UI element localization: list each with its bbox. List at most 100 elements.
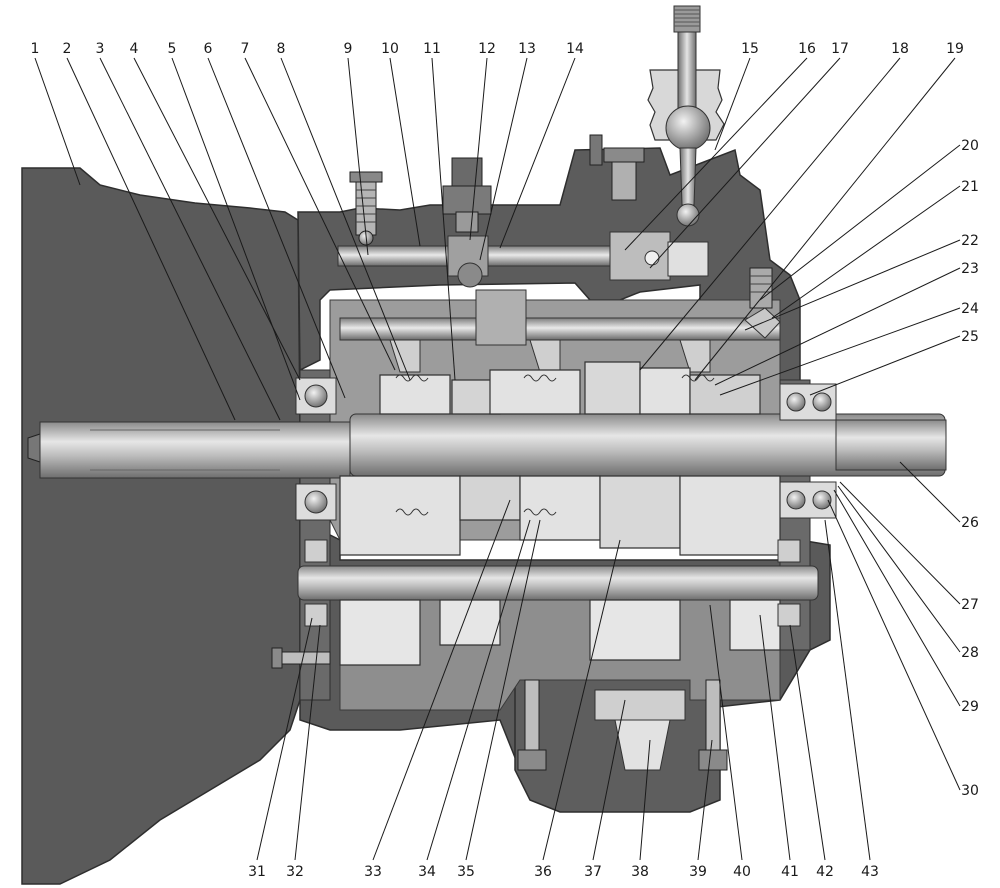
leader-26 <box>899 461 961 523</box>
lever-lower-arm <box>679 147 697 206</box>
callout-4: 4 <box>130 41 139 57</box>
callout-15: 15 <box>741 41 759 57</box>
callout-38: 38 <box>631 864 649 880</box>
leader-13 <box>479 57 528 261</box>
countershaft <box>297 565 819 601</box>
callout-13: 13 <box>518 41 536 57</box>
leader-3 <box>99 57 281 421</box>
callout-34: 34 <box>418 864 436 880</box>
leader-33 <box>372 499 511 861</box>
callout-2: 2 <box>63 41 72 57</box>
leader-37 <box>592 699 626 861</box>
countershaft-gears <box>339 599 781 666</box>
callout-6: 6 <box>204 41 213 57</box>
callout-43: 43 <box>861 864 879 880</box>
callout-7: 7 <box>241 41 250 57</box>
callout-19: 19 <box>946 41 964 57</box>
callout-18: 18 <box>891 41 909 57</box>
leader-36 <box>542 539 621 861</box>
callout-27: 27 <box>961 597 979 613</box>
callout-5: 5 <box>168 41 177 57</box>
callout-41: 41 <box>781 864 799 880</box>
callout-39: 39 <box>689 864 707 880</box>
selector-rod-upper <box>337 231 709 288</box>
leader-7 <box>244 57 396 371</box>
callout-30: 30 <box>961 783 979 799</box>
leader-15 <box>714 57 751 151</box>
callout-40: 40 <box>733 864 751 880</box>
leader-21 <box>771 185 961 319</box>
leader-41 <box>759 614 791 861</box>
leader-38 <box>639 739 651 861</box>
leader-24 <box>719 307 961 396</box>
leader-11 <box>431 57 456 381</box>
housing-bolts <box>271 647 728 771</box>
leader-16 <box>624 57 808 251</box>
leader-5 <box>171 57 301 401</box>
leader-35 <box>465 519 541 861</box>
callout-16: 16 <box>798 41 816 57</box>
leader-39 <box>697 739 713 861</box>
callout-24: 24 <box>961 301 979 317</box>
leader-22 <box>744 239 961 331</box>
leader-14 <box>499 57 576 249</box>
callout-22: 22 <box>961 233 979 249</box>
leader-10 <box>389 57 421 247</box>
callout-11: 11 <box>423 41 441 57</box>
leader-43 <box>824 519 871 861</box>
callout-32: 32 <box>286 864 304 880</box>
leader-28 <box>837 485 961 653</box>
leader-23 <box>714 267 961 386</box>
rear-main-shaft-bearing <box>779 383 837 519</box>
callout-35: 35 <box>457 864 475 880</box>
leader-34 <box>426 519 531 861</box>
callout-29: 29 <box>961 699 979 715</box>
callout-20: 20 <box>961 138 979 154</box>
leader-1 <box>34 57 81 186</box>
input-shaft-bearing <box>295 377 337 521</box>
callout-17: 17 <box>831 41 849 57</box>
main-shaft-gears-lower <box>339 475 781 556</box>
gear-shift-lever-assembly <box>647 5 725 227</box>
callout-36: 36 <box>534 864 552 880</box>
leader-31 <box>256 617 313 861</box>
callout-37: 37 <box>584 864 602 880</box>
leader-17 <box>649 57 841 269</box>
leader-42 <box>789 624 826 861</box>
callout-42: 42 <box>816 864 834 880</box>
callout-26: 26 <box>961 515 979 531</box>
callout-leader-lines <box>34 57 961 861</box>
top-cover-stud <box>589 134 645 201</box>
leader-20 <box>759 144 961 301</box>
reverse-idler-gear <box>594 689 686 771</box>
clutch-housing <box>21 167 301 885</box>
leader-29 <box>833 489 961 707</box>
countershaft-bearings <box>304 539 801 627</box>
callout-8: 8 <box>277 41 286 57</box>
leader-30 <box>827 499 961 791</box>
leader-2 <box>66 57 236 421</box>
callout-25: 25 <box>961 329 979 345</box>
leader-9 <box>347 57 369 256</box>
leader-40 <box>709 604 743 861</box>
leader-19 <box>694 57 956 381</box>
callout-3: 3 <box>96 41 105 57</box>
callout-14: 14 <box>566 41 584 57</box>
callout-12: 12 <box>478 41 496 57</box>
lever-ball-joint <box>665 105 711 151</box>
leader-32 <box>294 624 321 861</box>
leader-27 <box>839 481 961 605</box>
callout-10: 10 <box>381 41 399 57</box>
output-shaft-end <box>835 419 947 471</box>
leader-18 <box>639 57 901 371</box>
leader-12 <box>469 57 488 241</box>
leader-8 <box>280 57 411 381</box>
callout-23: 23 <box>961 261 979 277</box>
callout-33: 33 <box>364 864 382 880</box>
leader-25 <box>809 335 961 396</box>
callout-21: 21 <box>961 179 979 195</box>
callout-31: 31 <box>248 864 266 880</box>
